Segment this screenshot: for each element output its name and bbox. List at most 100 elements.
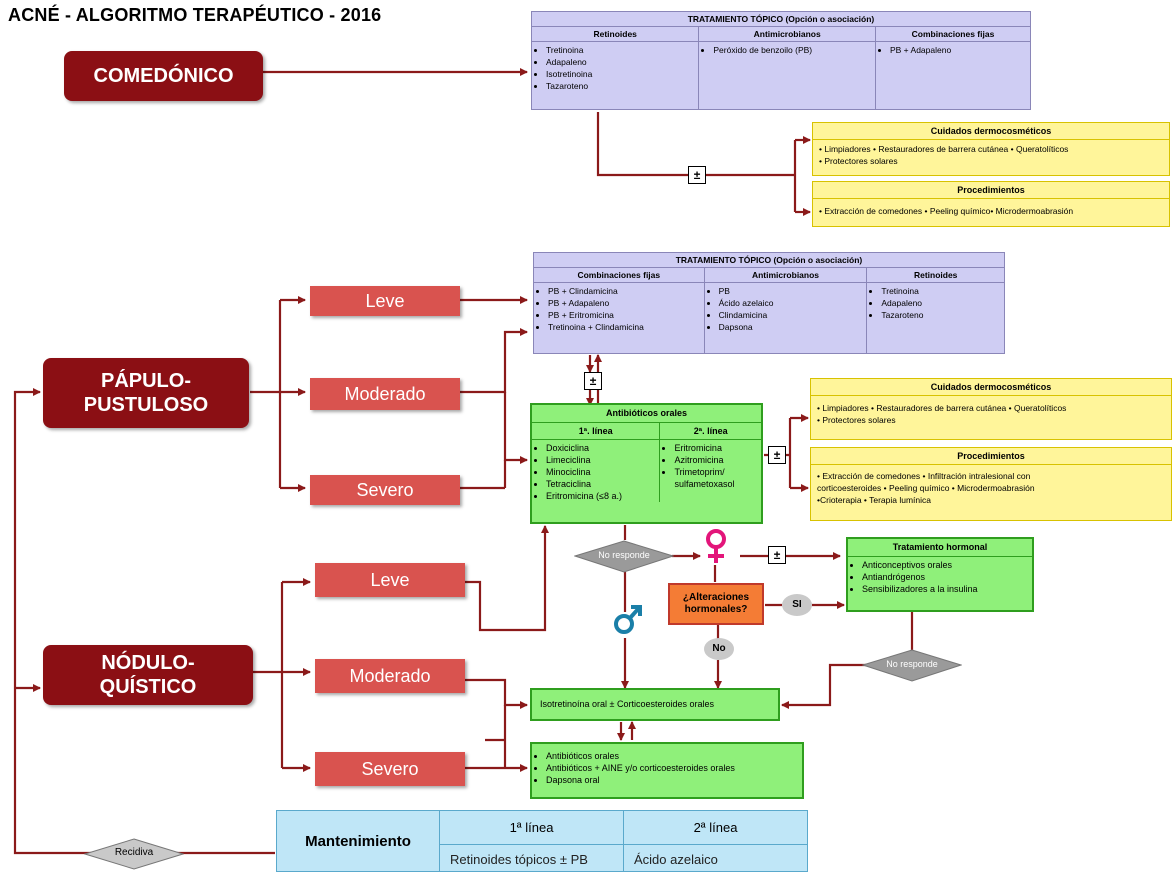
table-header: TRATAMIENTO TÓPICO (Opción o asociación) xyxy=(532,12,1030,27)
list-item: Tretinoina xyxy=(881,285,1004,297)
box-body: • Limpiadores • Restauradores de barrera… xyxy=(819,144,1069,166)
column-header: 2ª. línea xyxy=(660,423,761,440)
nodulo-severo-box[interactable]: Severo xyxy=(315,752,465,786)
table-column: Retinoides Tretinoina Adapaleno Isotreti… xyxy=(532,27,700,109)
table-header: Antibióticos orales xyxy=(532,405,761,423)
list-item: Azitromicina xyxy=(674,454,761,466)
plus-minus-badge: ± xyxy=(768,546,786,564)
female-symbol-icon xyxy=(706,529,726,563)
table-column: 1ª. línea Doxiciclina Limeciclina Minoci… xyxy=(532,423,661,502)
plus-minus-badge: ± xyxy=(584,372,602,390)
category-comedonico[interactable]: COMEDÓNICO xyxy=(64,51,263,101)
table-column: 2ª. línea Eritromicina Azitromicina Trim… xyxy=(660,423,761,502)
relapse-label: Recidiva xyxy=(114,847,154,858)
procedures-box: Procedimientos • Extracción de comedones… xyxy=(810,447,1172,521)
no-pill: No xyxy=(704,638,734,660)
maintenance-table: Mantenimiento 1ª línea Retinoides tópico… xyxy=(276,810,808,872)
list-item: Antiandrógenos xyxy=(862,571,1032,583)
list-item: PB + Eritromicina xyxy=(548,309,704,321)
column-header: 2ª línea xyxy=(624,811,807,845)
category-papulo-label: PÁPULO- PUSTULOSO xyxy=(83,370,209,416)
male-symbol-icon xyxy=(614,605,642,634)
box-body: • Limpiadores • Restauradores de barrera… xyxy=(817,403,1067,425)
plus-minus-badge: ± xyxy=(768,446,786,464)
table-column: Antimicrobianos PB Ácido azelaico Clinda… xyxy=(704,268,868,353)
table-column: Antimicrobianos Peróxido de benzoilo (PB… xyxy=(699,27,876,109)
list-item: Peróxido de benzoilo (PB) xyxy=(713,44,875,56)
box-body: • Extracción de comedones • Infiltración… xyxy=(817,471,1035,505)
list-item: Antibióticos + AINE y/o corticoesteroide… xyxy=(546,762,802,774)
list-item: Tazaroteno xyxy=(881,309,1004,321)
papulo-severo-box[interactable]: Severo xyxy=(310,475,460,505)
box-body: • Extracción de comedones • Peeling quím… xyxy=(819,206,1074,216)
category-nodulo-quistico[interactable]: NÓDULO- QUÍSTICO xyxy=(43,645,253,705)
list-item: Antibióticos orales xyxy=(546,750,802,762)
list-item: Adapaleno xyxy=(546,56,698,68)
table-column: Retinoides Tretinoina Adapaleno Tazarote… xyxy=(867,268,1004,353)
table-header: TRATAMIENTO TÓPICO (Opción o asociación) xyxy=(534,253,1004,268)
no-response-diamond xyxy=(574,540,674,573)
page-title: ACNÉ - ALGORITMO TERAPÉUTICO - 2016 xyxy=(8,5,382,25)
papulo-leve-box[interactable]: Leve xyxy=(310,286,460,316)
plus-minus-badge: ± xyxy=(688,166,706,184)
list-item: Tazaroteno xyxy=(546,80,698,92)
procedures-box: Procedimientos • Extracción de comedones… xyxy=(812,181,1170,227)
list-item: Limeciclina xyxy=(546,454,659,466)
isotretinoin-label: Isotretinoína oral ± Corticoesteroides o… xyxy=(540,699,715,709)
hormonal-alterations-question[interactable]: ¿Alteraciones hormonales? xyxy=(668,583,764,625)
papulo-leve-label: Leve xyxy=(365,290,405,311)
list-item: Ácido azelaico xyxy=(719,297,867,309)
list-item: Eritromicina xyxy=(674,442,761,454)
column-header: 1ª línea xyxy=(440,811,623,845)
topical-treatment-table-papulo: TRATAMIENTO TÓPICO (Opción o asociación)… xyxy=(533,252,1005,354)
no-response-diamond xyxy=(862,649,962,682)
column-header: Combinaciones fijas xyxy=(875,27,1030,42)
nodulo-leve-label: Leve xyxy=(370,569,410,590)
nodulo-leve-box[interactable]: Leve xyxy=(315,563,465,597)
list-item: PB + Adapaleno xyxy=(548,297,704,309)
list-item: Dapsona oral xyxy=(546,774,802,786)
list-item: PB + Adapaleno xyxy=(890,44,1030,56)
list-item: Trimetoprim/ sulfametoxasol xyxy=(674,466,761,490)
no-response-label: No responde xyxy=(886,659,938,669)
column-header: Antimicrobianos xyxy=(704,268,867,283)
table-cell: Ácido azelaico xyxy=(634,852,718,867)
box-header: Cuidados dermocosméticos xyxy=(813,123,1169,140)
column-header: Antimicrobianos xyxy=(699,27,875,42)
table-column: Combinaciones fijas PB + Clindamicina PB… xyxy=(534,268,705,353)
list-item: Tretinoina + Clindamicina xyxy=(548,321,704,333)
list-item: Adapaleno xyxy=(881,297,1004,309)
maintenance-label: Mantenimiento xyxy=(277,811,440,871)
list-item: Clindamicina xyxy=(719,309,867,321)
papulo-moderado-label: Moderado xyxy=(344,383,426,404)
table-column: 2ª línea Ácido azelaico xyxy=(624,811,807,871)
box-header: Tratamiento hormonal xyxy=(848,539,1032,557)
table-column: 1ª línea Retinoides tópicos ± PB xyxy=(440,811,624,871)
list-item: Dapsona xyxy=(719,321,867,333)
list-item: Sensibilizadores a la insulina xyxy=(862,583,1032,595)
hormonal-treatment-box: Tratamiento hormonal Anticonceptivos ora… xyxy=(846,537,1034,612)
isotretinoin-box: Isotretinoína oral ± Corticoesteroides o… xyxy=(530,688,780,721)
nodular-antibiotics-box: Antibióticos orales Antibióticos + AINE … xyxy=(530,742,804,799)
box-header: Procedimientos xyxy=(813,182,1169,199)
category-comedonico-label: COMEDÓNICO xyxy=(93,65,234,87)
no-response-label: No responde xyxy=(598,550,650,560)
relapse-diamond xyxy=(84,838,184,870)
list-item: PB + Clindamicina xyxy=(548,285,704,297)
nodulo-moderado-box[interactable]: Moderado xyxy=(315,659,465,693)
dermocosmetic-care-box: Cuidados dermocosméticos • Limpiadores •… xyxy=(810,378,1172,440)
topical-treatment-table-comedonico: TRATAMIENTO TÓPICO (Opción o asociación)… xyxy=(531,11,1031,110)
yes-pill: SI xyxy=(782,594,812,616)
dermocosmetic-care-box: Cuidados dermocosméticos • Limpiadores •… xyxy=(812,122,1170,176)
category-nodulo-label: NÓDULO- QUÍSTICO xyxy=(99,652,197,698)
list-item: PB xyxy=(719,285,867,297)
table-column: Combinaciones fijas PB + Adapaleno xyxy=(875,27,1030,109)
papulo-severo-label: Severo xyxy=(356,479,414,500)
list-item: Tretinoina xyxy=(546,44,698,56)
list-item: Tetraciclina xyxy=(546,478,659,490)
nodulo-moderado-label: Moderado xyxy=(349,665,431,686)
list-item: Minociclina xyxy=(546,466,659,478)
box-header: Cuidados dermocosméticos xyxy=(811,379,1171,396)
papulo-moderado-box[interactable]: Moderado xyxy=(310,378,460,410)
category-papulo-pustuloso[interactable]: PÁPULO- PUSTULOSO xyxy=(43,358,249,428)
